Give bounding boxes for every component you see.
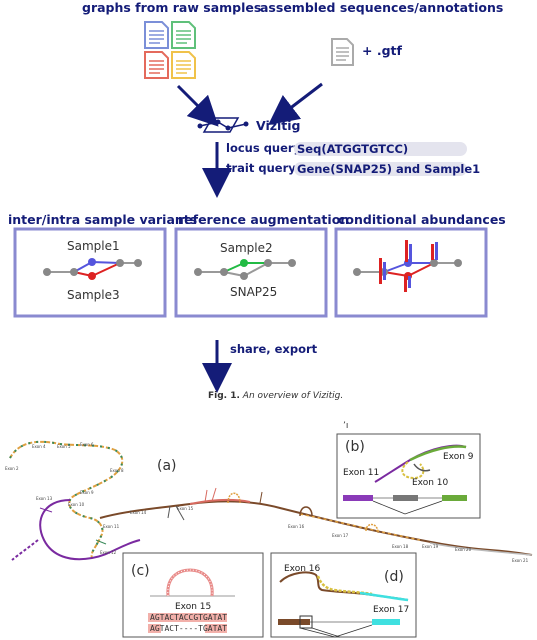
exon-21-label: Exon 21 <box>512 558 529 563</box>
figure-caption: Fig. 1. An overview of Vizitig. <box>208 391 343 401</box>
locus-query-label: locus query <box>226 141 302 155</box>
exon-11-label: Exon 11 <box>103 524 120 529</box>
arrow-samples-to-vizitig <box>176 84 219 127</box>
vizitig-label: Vizitig <box>256 118 301 133</box>
arrow-annotations-to-vizitig <box>268 82 323 126</box>
snap25-label: SNAP25 <box>230 285 277 299</box>
sample3-label: Sample3 <box>67 288 120 302</box>
share-export-label: share, export <box>230 342 318 356</box>
inset-b-exon11: Exon 11 <box>343 468 379 478</box>
abundances-box <box>334 227 488 318</box>
inset-d: Exon 16 Exon 17 <box>270 552 417 638</box>
trait-query-box[interactable] <box>294 162 467 176</box>
file-icon-green <box>171 21 196 49</box>
variants-heading: inter/intra sample variants <box>8 212 197 227</box>
exon-9-label: Exon 9 <box>80 490 94 495</box>
inset-c-seq2: AGTACT----TGATAT <box>150 624 227 633</box>
panel-c-label: (c) <box>131 563 150 579</box>
inset-c-exon15: Exon 15 <box>175 602 211 612</box>
exon-2-label: Exon 2 <box>5 466 19 471</box>
sample1-label: Sample1 <box>67 239 120 253</box>
panel-b-label: (b) <box>345 439 365 455</box>
exon-18-label: Exon 18 <box>392 544 409 549</box>
trait-query-label: trait query <box>226 161 296 175</box>
locus-query-box[interactable] <box>294 142 467 156</box>
graphs-from-raw-heading: graphs from raw samples <box>82 0 261 15</box>
assembled-heading: assembled sequences/annotations <box>260 0 503 15</box>
gtf-file-icon <box>331 38 354 66</box>
exon-20-label: Exon 20 <box>455 547 472 552</box>
abundances-heading: conditional abundances <box>338 212 506 227</box>
exon-4-label: Exon 4 <box>32 444 46 449</box>
inset-b-exon9: Exon 9 <box>443 452 474 462</box>
vizitig-logo-icon <box>197 117 249 133</box>
exon-16-label: Exon 16 <box>288 524 305 529</box>
exon-15-label: Exon 15 <box>177 506 194 511</box>
gene-graph: Exon 2 Exon 4 Exon 5 Exon 6 Exon 8 Exon … <box>5 440 533 563</box>
exon-14-label: Exon 14 <box>130 510 147 515</box>
panel-d-label: (d) <box>384 569 404 585</box>
augmentation-box: Sample2 SNAP25 <box>174 227 328 318</box>
exon-17-label: Exon 17 <box>332 533 349 538</box>
inset-d-exon16: Exon 16 <box>284 564 321 574</box>
file-icon-yellow <box>171 51 196 79</box>
inset-d-exon17: Exon 17 <box>373 605 409 615</box>
trait-query-value: Gene(SNAP25) and Sample1 <box>297 162 480 176</box>
corner-mark: ʼı <box>343 421 348 431</box>
inset-b-exon10: Exon 10 <box>412 478 449 488</box>
exon-13-label: Exon 13 <box>36 496 53 501</box>
exon-5-label: Exon 5 <box>57 444 71 449</box>
file-icon-red <box>144 51 169 79</box>
exon-12-label: Exon 12 <box>100 550 117 555</box>
caption-label: Fig. 1. <box>208 391 240 401</box>
file-icon-blue <box>144 21 169 49</box>
inset-b: Exon 11 Exon 9 Exon 10 <box>336 433 481 519</box>
augmentation-heading: reference augmentation <box>178 212 349 227</box>
exon-10-label: Exon 10 <box>68 502 85 507</box>
gtf-label: + .gtf <box>362 43 402 58</box>
sample2-label: Sample2 <box>220 241 273 255</box>
locus-query-value: Seq(ATGGTGTCC) <box>297 142 408 156</box>
sample-file-icons <box>144 21 196 79</box>
variants-box: Sample1 Sample3 <box>13 227 167 318</box>
exon-8-label: Exon 8 <box>110 468 124 473</box>
caption-text: An overview of Vizitig. <box>240 391 343 401</box>
panel-a-label: (a) <box>157 458 177 474</box>
inset-c: Exon 15 AGTACTACCGTGATAT AGTACT----TGATA… <box>122 552 264 638</box>
exon-6-label: Exon 6 <box>80 442 94 447</box>
inset-c-seq1: AGTACTACCGTGATAT <box>150 613 227 622</box>
exon-19-label: Exon 19 <box>422 544 439 549</box>
